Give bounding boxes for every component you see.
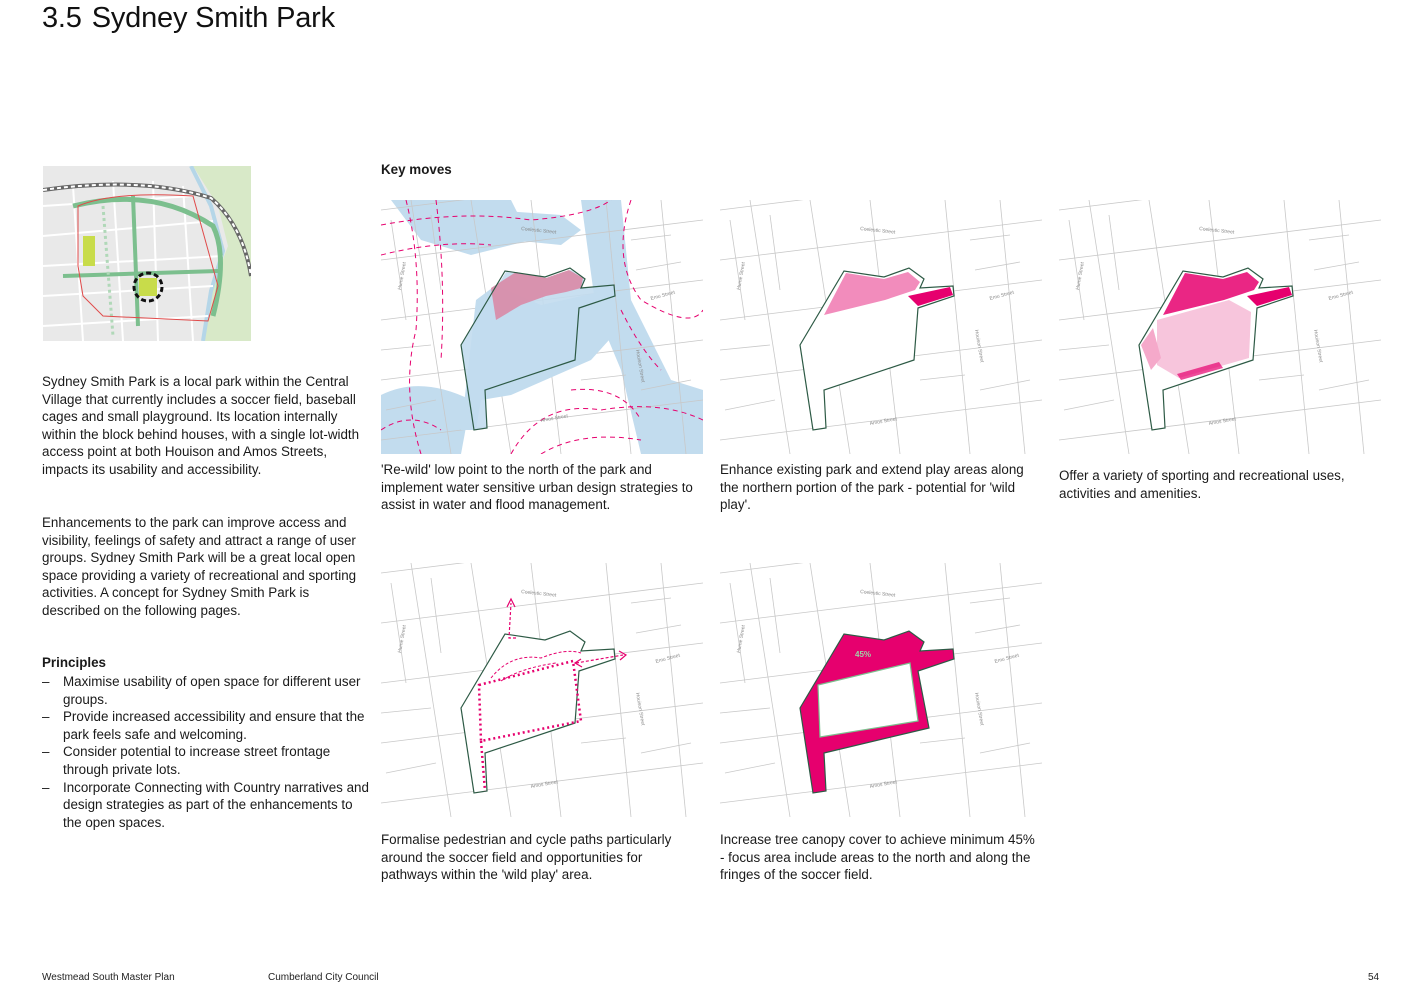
caption-tree-canopy: Increase tree canopy cover to achieve mi… xyxy=(720,832,1035,883)
bullet-dash: – xyxy=(42,709,50,725)
street-label-west: Hume Street xyxy=(1075,261,1086,290)
caption-rewild: 'Re-wild' low point to the north of the … xyxy=(381,462,693,513)
section-number: 3.5 xyxy=(42,2,82,34)
street-label-north: Coelestic Street xyxy=(521,226,557,236)
street-label-north: Coelestic Street xyxy=(860,589,896,599)
principle-item: –Maximise usability of open space for di… xyxy=(42,673,372,708)
street-label-houison: Houison Street xyxy=(634,692,646,726)
principle-text: Incorporate Connecting with Country narr… xyxy=(63,779,369,830)
street-label-north: Coelestic Street xyxy=(860,226,896,236)
page-number: 54 xyxy=(1368,972,1380,983)
key-moves-heading: Key moves xyxy=(381,162,452,177)
principle-item: –Incorporate Connecting with Country nar… xyxy=(42,779,372,832)
principles-list: –Maximise usability of open space for di… xyxy=(42,673,372,831)
diagram-rewild: Coelestic Street Emu Street Amos Street … xyxy=(381,200,703,454)
street-label-north: Coelestic Street xyxy=(1199,226,1235,236)
street-label-south: Amos Street xyxy=(869,416,898,427)
bullet-dash: – xyxy=(42,744,50,760)
bullet-dash: – xyxy=(42,674,50,689)
intro-paragraph-2: Enhancements to the park can improve acc… xyxy=(42,515,357,618)
street-label-houison: Houison Street xyxy=(973,329,985,363)
street-label-south: Amos Street xyxy=(1208,416,1237,427)
page-title: 3.5 Sydney Smith Park xyxy=(42,2,335,35)
street-label-west: Hume Street xyxy=(736,624,747,653)
street-label-houison: Houison Street xyxy=(1312,329,1324,363)
section-title: Sydney Smith Park xyxy=(91,2,335,34)
caption-play-areas: Enhance existing park and extend play ar… xyxy=(720,462,1024,513)
street-label-west: Hume Street xyxy=(397,624,408,653)
street-label-west: Hume Street xyxy=(736,261,747,290)
street-label-south: Amos Street xyxy=(869,779,898,790)
diagram-paths: Coelestic Street Emu Street Amos Street … xyxy=(381,563,703,817)
diagram-tree-canopy: 45% Coelestic Street Emu Street Amos Str… xyxy=(720,563,1042,817)
footer-council-name: Cumberland City Council xyxy=(268,972,379,983)
street-label-north: Coelestic Street xyxy=(521,589,557,599)
principle-text: Provide increased accessibility and ensu… xyxy=(63,709,365,742)
principle-item: –Consider potential to increase street f… xyxy=(42,743,372,778)
principles-heading: Principles xyxy=(42,655,107,670)
bullet-dash: – xyxy=(42,779,50,795)
canopy-percent-label: 45% xyxy=(855,650,871,659)
caption-sporting-uses: Offer a variety of sporting and recreati… xyxy=(1059,468,1345,501)
diagram-sporting-uses: Coelestic Street Emu Street Amos Street … xyxy=(1059,200,1381,454)
principle-text: Maximise usability of open space for dif… xyxy=(63,674,361,707)
street-label-west: Hume Street xyxy=(397,261,408,290)
intro-paragraph-1: Sydney Smith Park is a local park within… xyxy=(42,374,360,477)
location-map xyxy=(43,166,251,341)
street-label-houison: Houison Street xyxy=(634,349,646,383)
street-label-south: Amos Street xyxy=(540,413,569,424)
street-label-houison: Houison Street xyxy=(973,692,985,726)
principle-text: Consider potential to increase street fr… xyxy=(63,744,331,777)
street-label-south: Amos Street xyxy=(530,779,559,790)
principle-item: –Provide increased accessibility and ens… xyxy=(42,708,372,743)
diagram-play-areas: Coelestic Street Emu Street Amos Street … xyxy=(720,200,1042,454)
footer-document-title: Westmead South Master Plan xyxy=(42,972,175,983)
caption-paths: Formalise pedestrian and cycle paths par… xyxy=(381,832,672,883)
